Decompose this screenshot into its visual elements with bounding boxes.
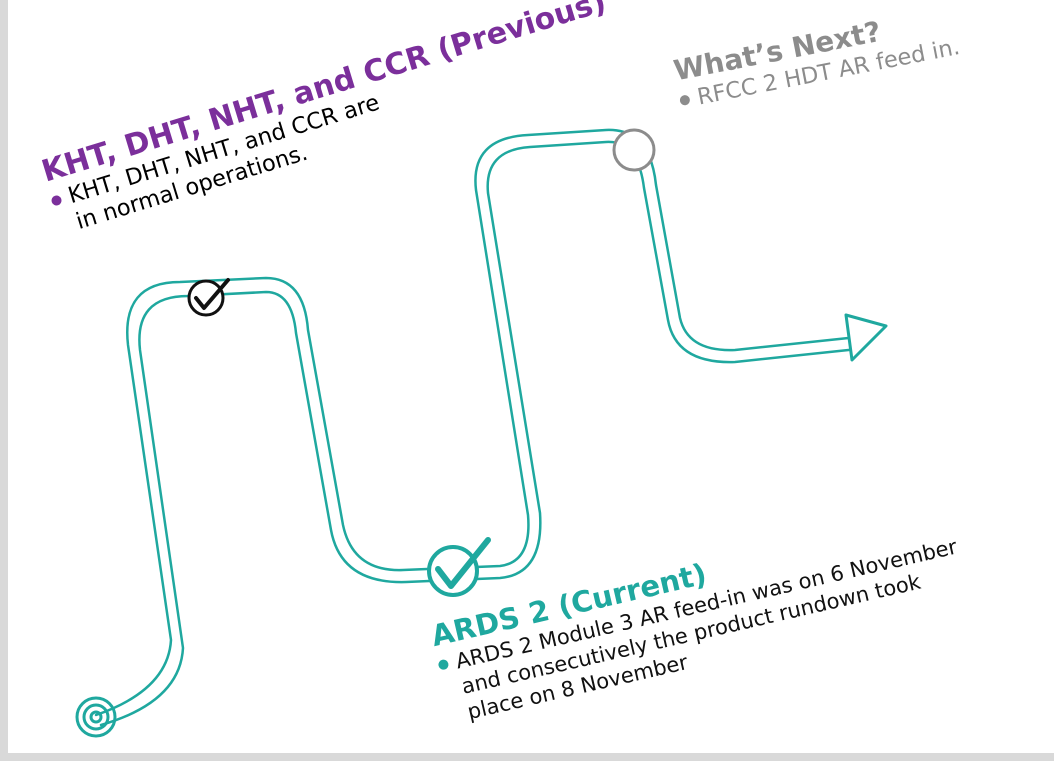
target-icon — [75, 696, 117, 738]
arrow-head-icon — [844, 313, 888, 362]
check-circle-icon — [427, 537, 491, 597]
bullet-dot — [50, 194, 63, 207]
roadmap-diagram — [75, 128, 888, 738]
roadmap-canvas: KHT, DHT, NHT, and CCR (Previous) KHT, D… — [8, 0, 1054, 753]
bullet-dot — [437, 658, 450, 671]
bullet-dot — [679, 94, 691, 107]
empty-circle-icon — [612, 128, 656, 172]
check-circle-icon — [187, 278, 230, 317]
